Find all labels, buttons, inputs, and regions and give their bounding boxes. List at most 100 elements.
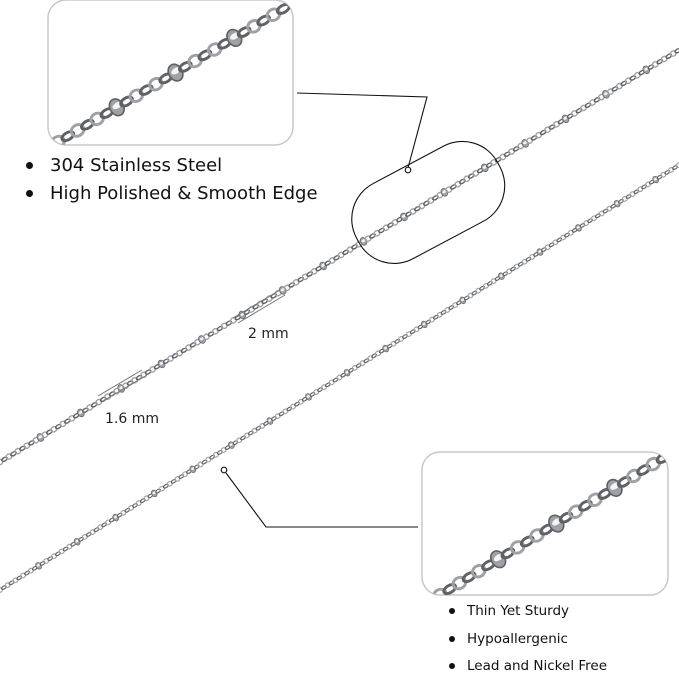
chain-link	[629, 191, 636, 198]
chain-link	[669, 50, 677, 57]
chain-link	[629, 75, 637, 81]
chain-link	[209, 454, 216, 460]
chain-link	[461, 571, 477, 584]
chain-link	[513, 263, 520, 270]
chain-link	[292, 278, 300, 286]
chain-link	[240, 435, 246, 441]
chain-link	[270, 416, 277, 422]
chain-link	[328, 379, 335, 386]
chain-link	[148, 76, 164, 92]
chain-link	[247, 430, 254, 436]
chain-link	[128, 88, 145, 103]
chain-link	[54, 423, 62, 430]
chain-link	[583, 220, 590, 226]
chain-link	[451, 575, 468, 591]
zoom-inset-top	[47, 0, 294, 146]
chain-link	[641, 184, 648, 190]
chain-link	[297, 276, 305, 283]
chain-link	[162, 358, 170, 365]
chain-link	[575, 107, 583, 114]
callout-top	[296, 92, 506, 264]
chain-link	[324, 382, 331, 388]
chain-link	[645, 456, 661, 472]
chain-link	[579, 104, 588, 112]
chain-link	[180, 347, 188, 354]
chain-link	[207, 331, 215, 337]
chain-link	[471, 290, 478, 296]
chain-link	[442, 583, 458, 595]
chain-link	[567, 229, 574, 236]
chain-link	[131, 376, 139, 384]
chain-link	[140, 371, 148, 379]
feature-item: High Polished & Smooth Edge	[24, 180, 318, 208]
chain-link	[510, 266, 516, 272]
chain-link	[665, 53, 673, 59]
chain-link	[452, 302, 459, 309]
chain-link	[282, 408, 289, 415]
chain-link	[594, 213, 601, 219]
chain-link	[405, 211, 412, 217]
chain-link	[251, 427, 258, 434]
chain-link	[508, 148, 516, 155]
chain-link	[348, 367, 354, 373]
chain-link	[236, 26, 252, 39]
chain-link	[60, 130, 76, 143]
chain-link	[556, 237, 563, 243]
feature-item: 304 Stainless Steel	[24, 152, 318, 180]
chain-link	[636, 463, 651, 477]
chain-link	[143, 495, 150, 502]
chain-link	[369, 233, 376, 239]
feature-item: Hypoallergenic	[448, 626, 607, 654]
chain-link	[431, 195, 439, 201]
chain-link	[135, 500, 142, 507]
chain-link	[333, 254, 341, 261]
chain-link	[342, 249, 349, 256]
chain-link	[458, 178, 466, 185]
chain-link	[39, 561, 46, 566]
chain-link	[278, 411, 285, 417]
chain-link	[672, 165, 678, 170]
chain-link	[448, 305, 455, 310]
chain-link	[346, 246, 354, 253]
chain-link	[598, 210, 605, 217]
chain-link	[229, 317, 237, 324]
chain-link	[587, 492, 603, 508]
chain-link	[286, 406, 293, 412]
chain-link	[363, 358, 370, 364]
chain-link	[328, 257, 336, 264]
chain-link	[320, 384, 328, 391]
chain-link	[97, 524, 104, 531]
chain-link	[297, 398, 304, 405]
chain-link	[0, 587, 4, 593]
chain-link	[529, 253, 536, 260]
chain-link	[201, 459, 208, 465]
chain-link	[418, 202, 426, 210]
chain-link	[155, 488, 162, 494]
chain-link	[306, 271, 314, 277]
chain-link	[578, 499, 593, 512]
chain-link	[606, 88, 614, 95]
chain-link	[175, 349, 184, 357]
chain-link	[59, 420, 67, 428]
chain-link	[259, 422, 266, 429]
chain-link	[560, 234, 567, 241]
chain-link	[472, 169, 480, 177]
chain-link	[189, 342, 197, 348]
chain-link	[120, 509, 127, 516]
chain-link	[391, 218, 399, 226]
chain-link	[104, 393, 112, 400]
chain-link	[427, 197, 435, 204]
chain-link	[45, 429, 53, 435]
chain-link	[517, 261, 524, 267]
chain-link	[378, 227, 385, 234]
chain-link	[220, 447, 227, 453]
chain-link	[89, 529, 96, 535]
chain-link	[475, 287, 482, 294]
chain-link	[651, 61, 659, 68]
chain-link	[132, 503, 138, 508]
chain-link	[402, 334, 408, 339]
chain-link	[174, 476, 181, 482]
chain-link	[232, 440, 239, 446]
chain-link	[413, 326, 420, 333]
